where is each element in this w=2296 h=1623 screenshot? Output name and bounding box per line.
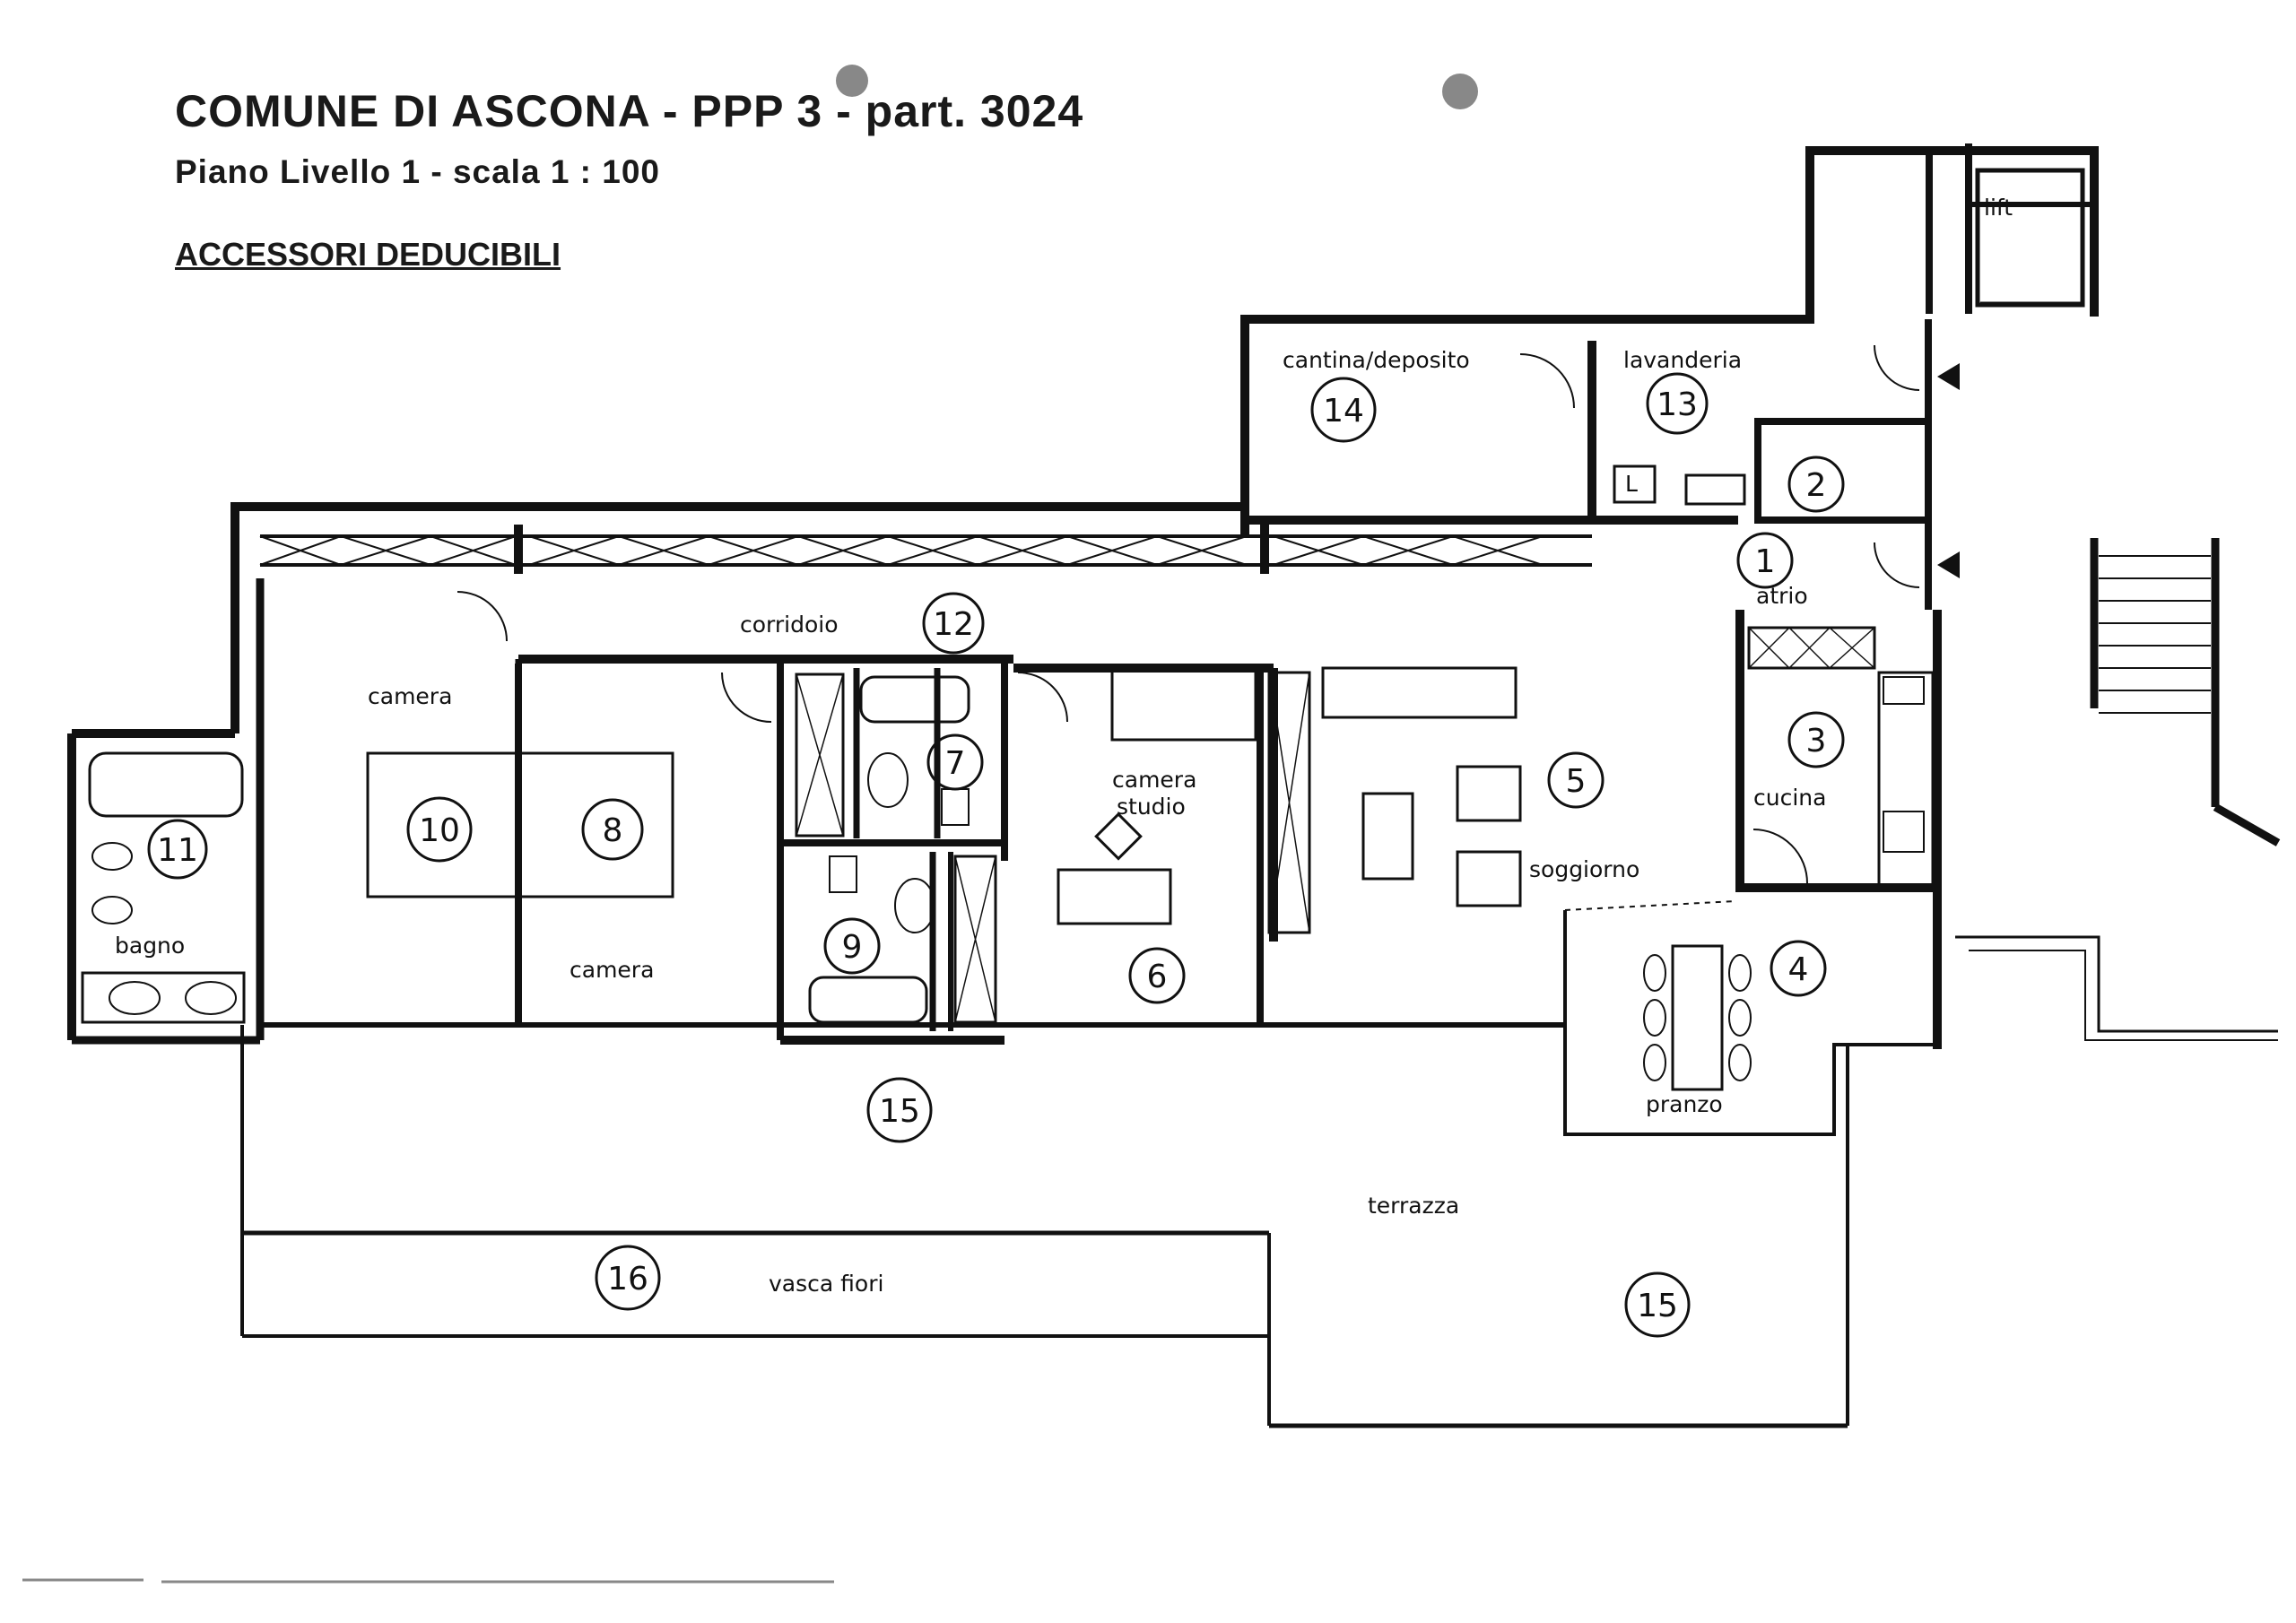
room-number-16: 16: [607, 1261, 648, 1298]
plan-header: COMUNE DI ASCONA - PPP 3 - part. 3024 Pi…: [175, 85, 1083, 273]
room-number-circle: [406, 796, 473, 863]
lift-shaft: [1975, 168, 2085, 308]
room-number-10: 10: [419, 812, 460, 849]
plan-title: COMUNE DI ASCONA - PPP 3 - part. 3024: [175, 86, 1084, 136]
camera-studio-label: studio: [1117, 794, 1186, 820]
scan-smudge: [1442, 74, 1478, 109]
room-number-circle: [595, 1245, 661, 1311]
room-number-circle: [1547, 751, 1605, 809]
room-number-2: 2: [1806, 467, 1827, 504]
room-number-1: 1: [1755, 543, 1776, 580]
room-number-9: 9: [842, 929, 863, 966]
room-numbers: [147, 372, 1845, 1338]
room-number-7: 7: [945, 745, 966, 782]
entry-arrow-icon: [1937, 363, 1960, 390]
camera-studio-label: camera: [1112, 767, 1196, 793]
lift-label: lift: [1984, 195, 2013, 221]
scan-smudge: [836, 65, 868, 97]
room-number-circle: [147, 819, 208, 880]
cucina-label: cucina: [1753, 785, 1826, 811]
lavanderia-label: lavanderia: [1623, 347, 1742, 373]
scan-artifact-line: [22, 1578, 834, 1584]
room-number-circle: [581, 798, 644, 861]
room-number-4: 4: [1788, 951, 1809, 988]
room-number-circle: [823, 917, 881, 975]
room-number-15: 15: [1637, 1288, 1678, 1324]
room-number-circle: [1770, 940, 1827, 997]
room-number-circle: [922, 592, 985, 655]
room-number-12: 12: [933, 606, 974, 643]
room-number-13: 13: [1657, 386, 1698, 423]
room-number-texts: 1 2 3 4 5 6 7 8 9 10 11 12 13 14 15 15 1…: [157, 386, 1826, 1324]
bagno-label: bagno: [115, 933, 185, 959]
room-number-15: 15: [879, 1093, 920, 1130]
walls: [67, 143, 2281, 1428]
cantina-label: cantina/deposito: [1283, 347, 1470, 373]
room-number-circle: [1787, 456, 1845, 513]
camera-label: camera: [570, 957, 654, 983]
plan-subtitle: Piano Livello 1 - scala 1 : 100: [175, 153, 661, 190]
laundry-box-label: L: [1625, 471, 1638, 497]
room-labels: lift cantina/deposito lavanderia L corri…: [115, 195, 2013, 1297]
terrazza-label: terrazza: [1368, 1193, 1459, 1219]
room-number-11: 11: [157, 832, 198, 869]
room-number-6: 6: [1147, 959, 1168, 995]
room-number-3: 3: [1806, 723, 1827, 759]
room-number-circle: [1128, 947, 1186, 1004]
camera-label: camera: [368, 683, 452, 709]
room-number-circle: [1736, 532, 1794, 589]
room-number-circle: [926, 733, 984, 791]
vasca-fiori-label: vasca fiori: [769, 1271, 883, 1297]
entry-arrow-icon: [1937, 551, 1960, 578]
soggiorno-label: soggiorno: [1529, 856, 1639, 882]
corridoio-label: corridoio: [740, 612, 839, 638]
room-number-circle: [1624, 1271, 1691, 1338]
room-number-5: 5: [1566, 763, 1587, 800]
room-number-circle: [1787, 711, 1845, 768]
pranzo-label: pranzo: [1646, 1091, 1723, 1117]
plan-note: ACCESSORI DEDUCIBILI: [175, 236, 561, 273]
room-number-circle: [1310, 377, 1377, 443]
room-number-circle: [1646, 372, 1709, 435]
room-number-14: 14: [1323, 393, 1364, 430]
room-number-circle: [866, 1077, 933, 1143]
room-number-8: 8: [603, 812, 623, 849]
